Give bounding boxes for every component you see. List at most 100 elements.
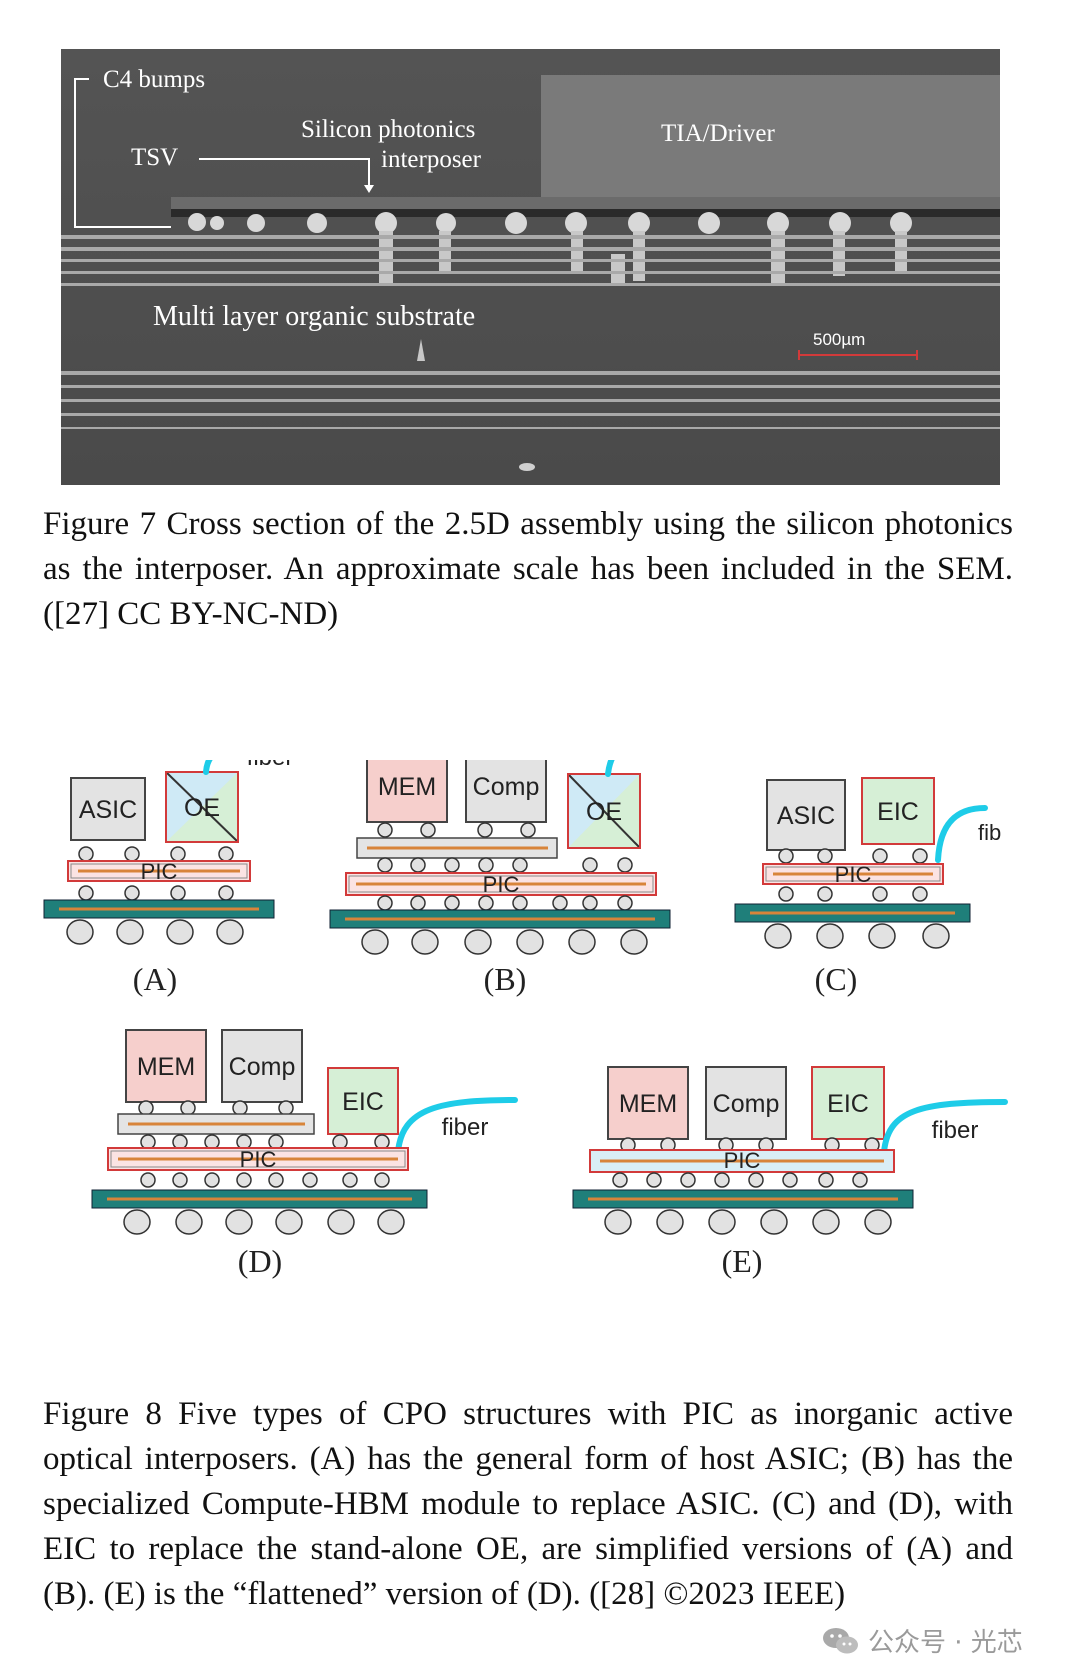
solder-ball <box>123 1209 151 1235</box>
solder-ball <box>812 1209 840 1235</box>
si-photonics-label-1: Silicon photonics <box>301 116 475 143</box>
solder-ball <box>411 929 439 955</box>
bump <box>912 886 928 902</box>
fiber-line <box>881 1099 1008 1155</box>
fiber-label: fiber <box>442 1114 489 1141</box>
bump <box>78 885 94 901</box>
solder-ball <box>764 923 792 949</box>
eic-chip-label: EIC <box>342 1088 384 1116</box>
solder-ball <box>922 923 950 949</box>
bump <box>180 1100 196 1116</box>
bump <box>204 1134 220 1150</box>
bump <box>817 848 833 864</box>
mem-chip <box>366 760 448 823</box>
panel-d-id: (D) <box>238 1243 282 1279</box>
bump <box>332 1134 348 1150</box>
bump <box>124 846 140 862</box>
bump <box>302 1172 318 1188</box>
figure-7-caption: Figure 7 Cross section of the 2.5D assem… <box>43 506 1013 632</box>
tsv-label: TSV <box>131 144 178 171</box>
bump <box>872 886 888 902</box>
bump <box>218 885 234 901</box>
bump <box>582 857 598 873</box>
bump <box>617 857 633 873</box>
solder-ball <box>708 1209 736 1235</box>
bump <box>410 895 426 911</box>
solder-ball <box>656 1209 684 1235</box>
panel-e-id: (E) <box>722 1243 763 1279</box>
c4-bumps-row <box>188 212 912 234</box>
asic-chip-label: ASIC <box>79 796 137 824</box>
bump <box>377 895 393 911</box>
bump <box>78 846 94 862</box>
bump <box>232 1100 248 1116</box>
pic-label: PIC <box>141 859 178 884</box>
bump <box>478 895 494 911</box>
fiber-line <box>605 760 615 777</box>
bump <box>520 822 536 838</box>
bump <box>268 1172 284 1188</box>
si-photonics-label-2: interposer <box>381 146 482 173</box>
watermark-text: 公众号 · 光芯 <box>868 1628 1023 1658</box>
bump <box>377 857 393 873</box>
bump <box>218 846 234 862</box>
mem-chip <box>607 1066 689 1140</box>
bump <box>680 1172 696 1188</box>
comp-chip-label: Comp <box>473 773 540 801</box>
solder-ball <box>864 1209 892 1235</box>
solder-ball <box>816 923 844 949</box>
bump <box>410 857 426 873</box>
bump <box>872 848 888 864</box>
bump <box>646 1172 662 1188</box>
oe-chip-label: OE <box>184 794 220 822</box>
mem-chip <box>125 1029 207 1103</box>
eic-chip-label: EIC <box>877 798 919 826</box>
solder-ball <box>327 1209 355 1235</box>
bump <box>778 848 794 864</box>
bump <box>817 886 833 902</box>
bump <box>124 885 140 901</box>
bump <box>444 895 460 911</box>
solder-ball <box>116 919 144 945</box>
fiber-label: fiber <box>642 760 689 762</box>
bump <box>444 857 460 873</box>
pic-label: PIC <box>835 862 872 887</box>
bump <box>374 1172 390 1188</box>
tia-driver-block <box>541 75 1000 213</box>
bump <box>204 1172 220 1188</box>
solder-ball <box>275 1209 303 1235</box>
oe-chip-label: OE <box>586 798 622 826</box>
bump <box>377 822 393 838</box>
bump <box>172 1172 188 1188</box>
bump <box>140 1134 156 1150</box>
bump <box>478 857 494 873</box>
bump <box>617 895 633 911</box>
fiber-line <box>395 1097 518 1155</box>
fiber-label: fiber <box>247 760 294 771</box>
panel-b: MEMCompOEfiberPIC(B) <box>329 760 689 997</box>
bump <box>342 1172 358 1188</box>
asic-chip-label: ASIC <box>777 802 835 830</box>
solder-ball <box>604 1209 632 1235</box>
comp-chip-label: Comp <box>713 1090 780 1118</box>
comp-chip-label: Comp <box>229 1053 296 1081</box>
bump <box>512 895 528 911</box>
solder-ball <box>216 919 244 945</box>
bump <box>172 1134 188 1150</box>
tia-driver-label: TIA/Driver <box>661 120 776 147</box>
bump <box>818 1172 834 1188</box>
solder-ball <box>620 929 648 955</box>
bump <box>912 848 928 864</box>
bump <box>420 822 436 838</box>
cpo-structures-diagram: ASICOEfiberPIC(A)MEMCompOEfiberPIC(B)ASI… <box>43 760 1008 1279</box>
bump <box>138 1100 154 1116</box>
solder-ball <box>760 1209 788 1235</box>
mem-chip-label: MEM <box>619 1090 677 1118</box>
fiber-line <box>203 760 213 775</box>
panel-b-id: (B) <box>484 961 527 997</box>
figure-8-caption: Figure 8 Five types of CPO structures wi… <box>43 1396 1013 1612</box>
comp-chip <box>465 760 547 823</box>
asic-chip <box>766 779 846 851</box>
